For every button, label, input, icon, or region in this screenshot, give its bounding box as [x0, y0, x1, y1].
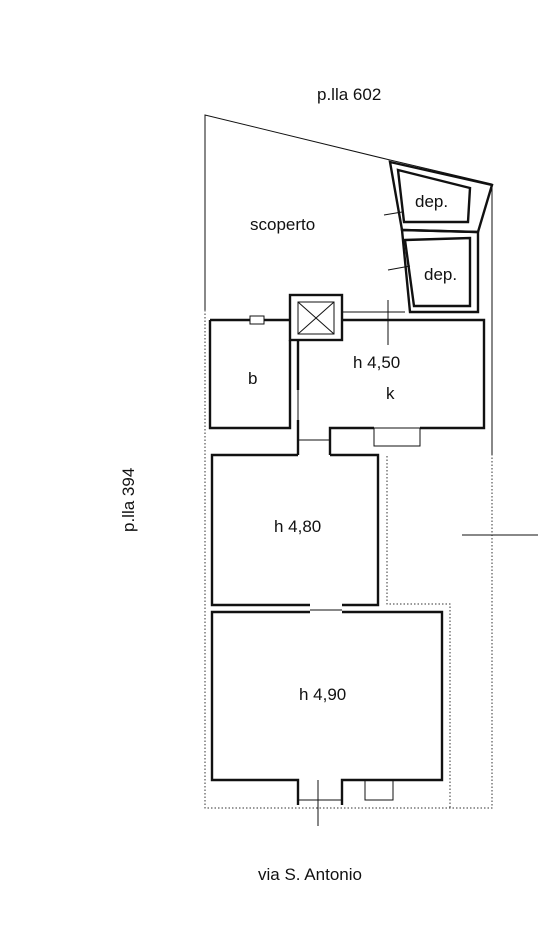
kitchen-height-label: h 4,50: [353, 353, 400, 372]
kitchen-label: k: [386, 384, 395, 403]
storage-walls: [383, 160, 494, 314]
middle-room-height-label: h 4,80: [274, 517, 321, 536]
scoperto-label: scoperto: [250, 215, 315, 234]
front-room-walls: [210, 610, 444, 826]
courtyard-outline: [386, 456, 451, 808]
front-room-height-label: h 4,90: [299, 685, 346, 704]
bath-label: b: [248, 369, 257, 388]
north-parcel-label: p.lla 602: [317, 85, 381, 104]
street-label: via S. Antonio: [258, 865, 362, 884]
property-boundary: [204, 114, 493, 809]
storage-label-1: dep.: [415, 192, 448, 211]
kitchen-walls: [288, 293, 486, 455]
storage-label-2: dep.: [424, 265, 457, 284]
middle-room-walls: [210, 439, 380, 611]
bath-walls: [208, 315, 292, 430]
west-parcel-label: p.lla 394: [119, 468, 138, 532]
